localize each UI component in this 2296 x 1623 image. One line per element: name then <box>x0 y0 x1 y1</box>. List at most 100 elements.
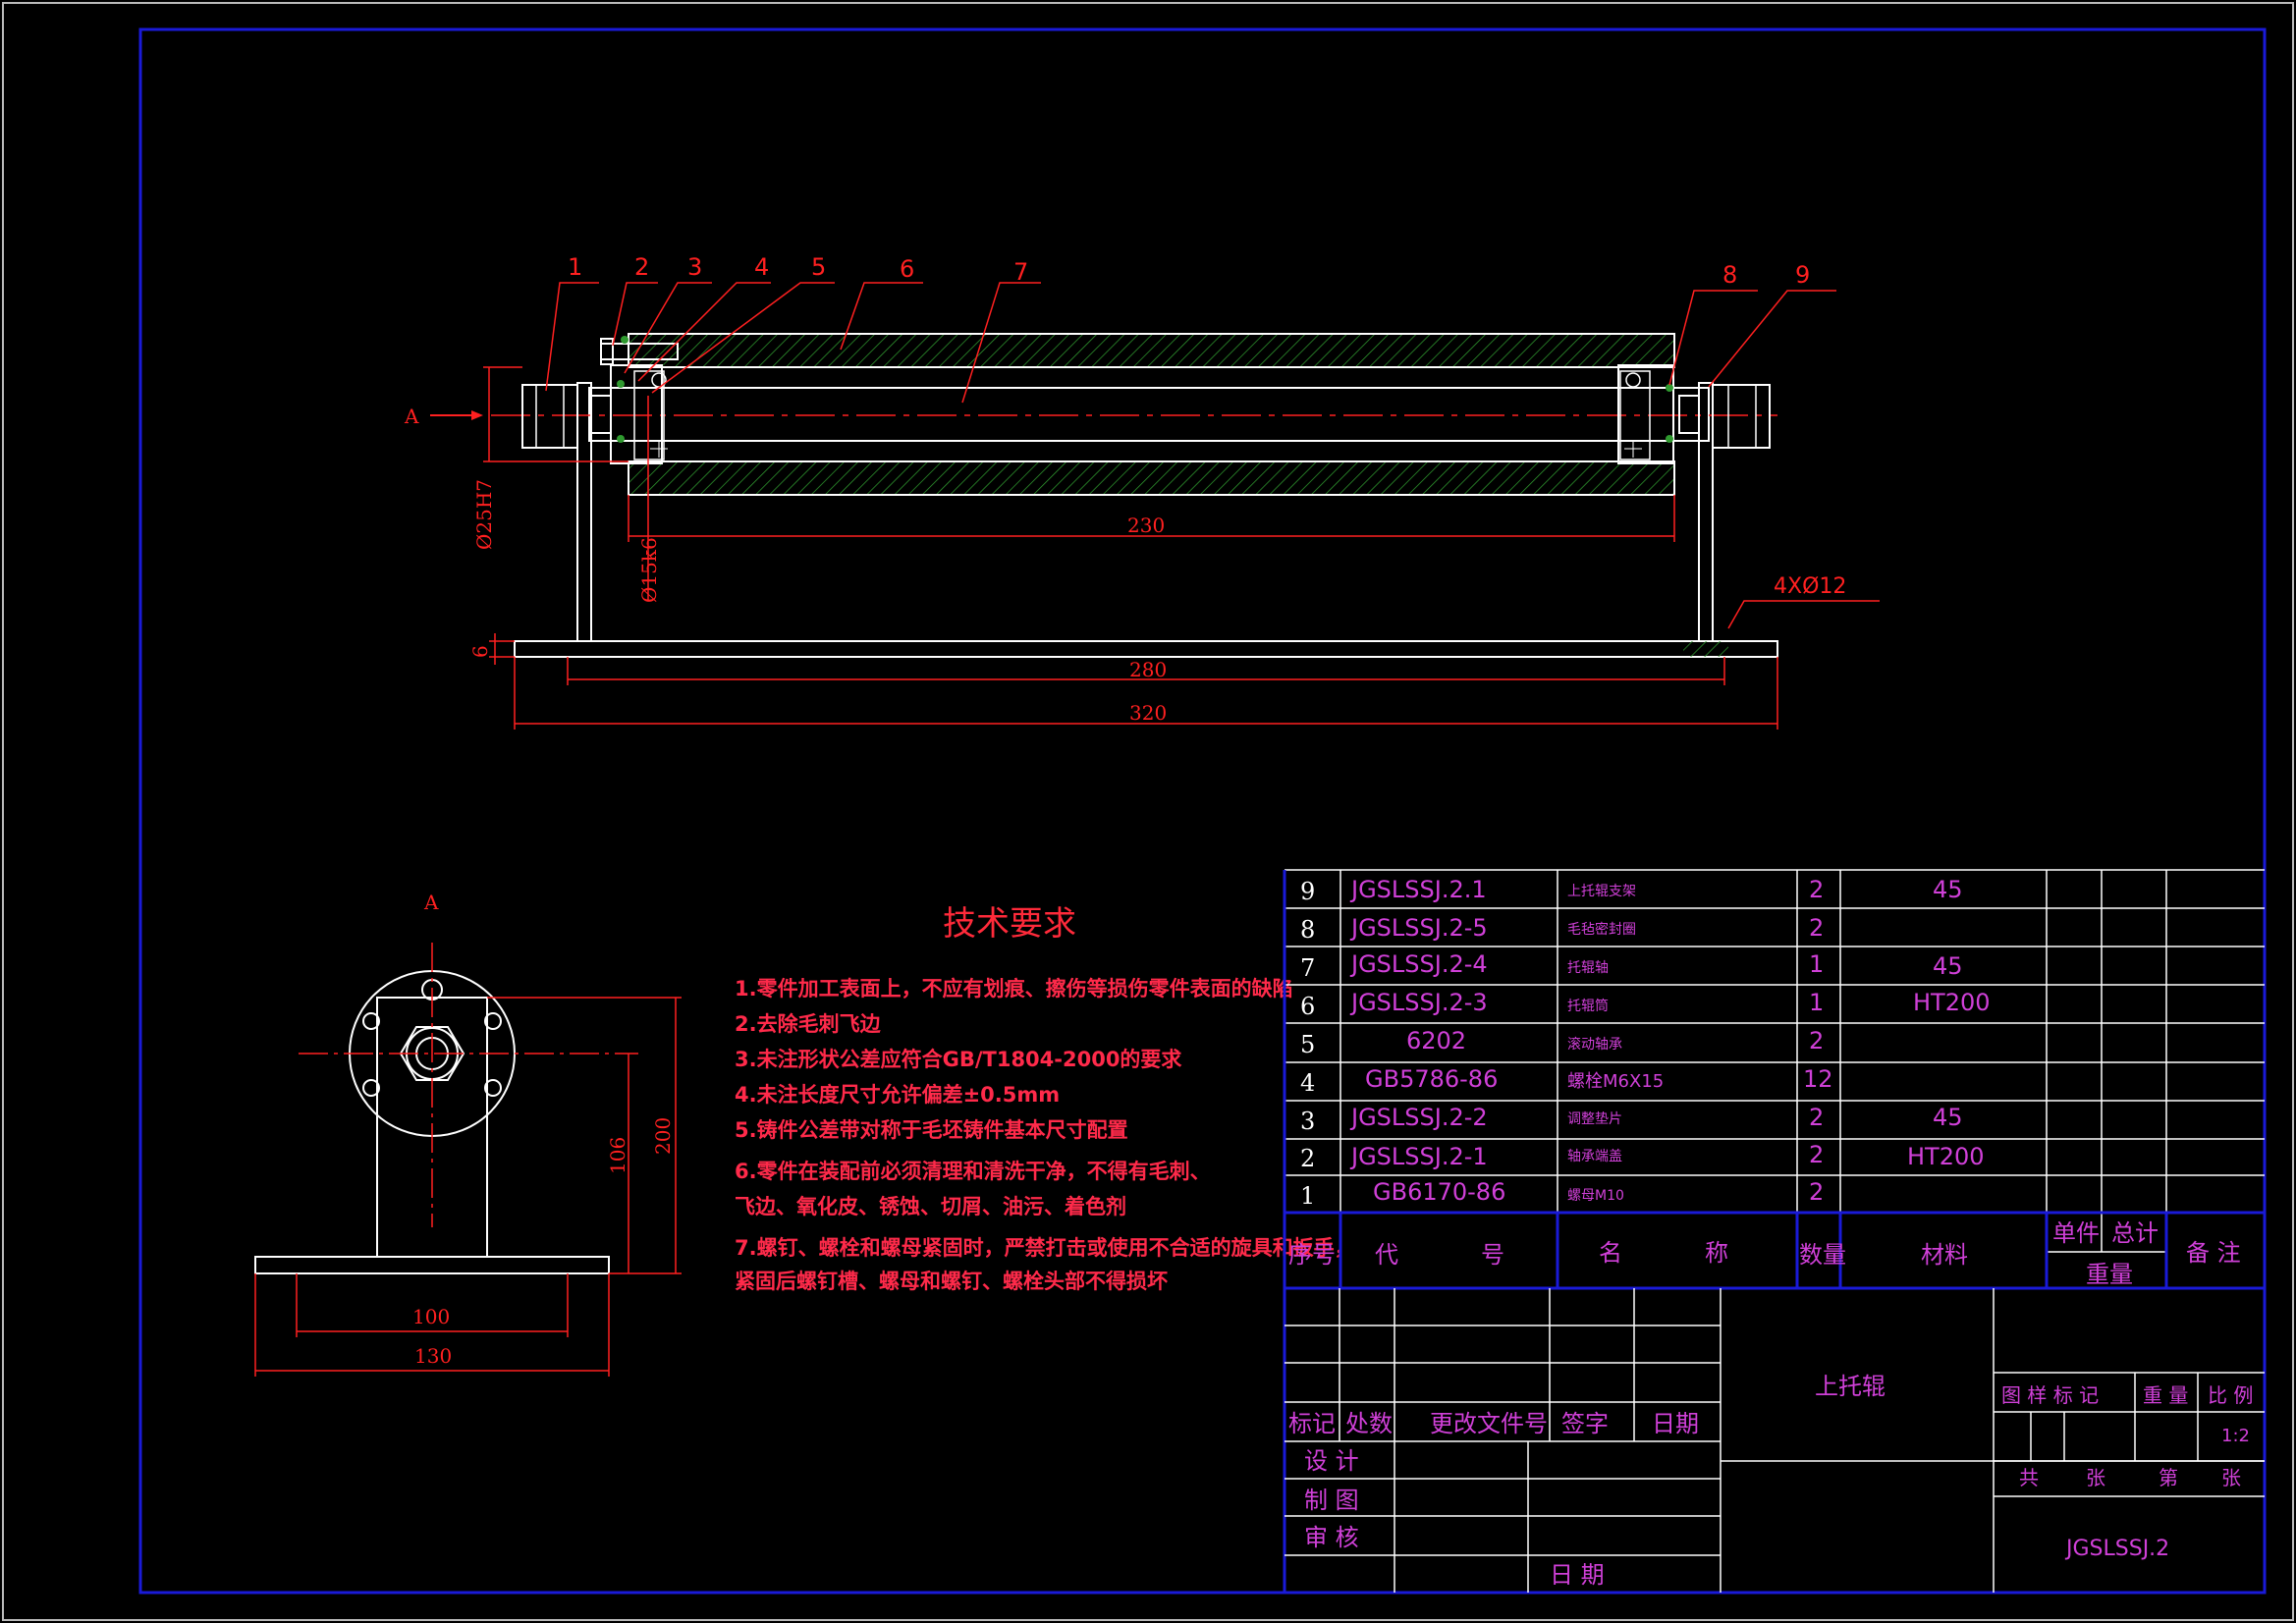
row-no: 1 <box>1300 1182 1315 1210</box>
header-unit: 单件 <box>2052 1219 2100 1247</box>
base-hole-hatch <box>1683 641 1728 657</box>
row-no: 3 <box>1300 1108 1315 1135</box>
leader-8 <box>1668 290 1758 386</box>
right-seal-bottom <box>1666 435 1673 443</box>
row-name: 螺栓M6X15 <box>1567 1071 1664 1092</box>
row-qty: 2 <box>1809 914 1824 942</box>
bolt-hole-5 <box>484 1079 502 1097</box>
side-dimension-lines <box>254 997 682 1377</box>
dim-100: 100 <box>412 1305 450 1328</box>
row-code: GB6170-86 <box>1373 1178 1505 1206</box>
table-row: 4 GB5786-86 螺栓M6X15 12 <box>1300 1065 1833 1097</box>
header-name-b: 称 <box>1705 1239 1728 1267</box>
tb-review: 审 核 <box>1304 1524 1359 1551</box>
leader-7 <box>961 282 1041 404</box>
tb-date2: 日 期 <box>1550 1561 1605 1589</box>
header-code-a: 代 <box>1375 1241 1398 1269</box>
callout-9: 9 <box>1795 261 1810 289</box>
row-name: 轴承端盖 <box>1567 1149 1622 1164</box>
tb-drafting: 制 图 <box>1304 1487 1359 1514</box>
roller-tube-bottom-wall <box>628 460 1675 496</box>
header-code-b: 号 <box>1481 1241 1504 1269</box>
header-name-a: 名 <box>1599 1239 1622 1267</box>
leader-2 <box>612 282 658 347</box>
tb-change-doc: 更改文件号 <box>1430 1410 1548 1437</box>
drawing-name: 上托辊 <box>1815 1373 1886 1400</box>
dim-200: 200 <box>651 1117 675 1155</box>
tb-sheet-unit: 张 <box>2086 1466 2105 1489</box>
tb-scale: 比 例 <box>2208 1383 2253 1407</box>
row-qty: 2 <box>1809 1104 1824 1131</box>
right-nut <box>1712 384 1771 449</box>
row-name: 螺母M10 <box>1567 1188 1624 1204</box>
row-name: 上托辊支架 <box>1567 884 1636 899</box>
drawing-frame <box>138 27 2267 1595</box>
title-block-labels: 标记 处数 更改文件号 签字 日期 设 计 制 图 审 核 日 期 上托辊 图 … <box>1288 1373 2253 1589</box>
parts-list-header: 序号 代 号 名 称 数量 材料 单件 总计 重量 备 注 <box>1288 1219 2241 1288</box>
callout-2: 2 <box>634 253 649 281</box>
tech-requirements: 技术要求 1.零件加工表面上，不应有划痕、擦伤等损伤零件表面的缺陷 2.去除毛刺… <box>735 904 1355 1293</box>
hole-note-leader <box>1727 600 1880 629</box>
callout-4: 4 <box>754 253 769 281</box>
leader-4 <box>637 282 771 382</box>
main-view: 1 2 3 4 5 6 7 8 9 A <box>404 253 1880 730</box>
section-arrow-head <box>471 410 483 420</box>
tech-line-6: 6.零件在装配前必须清理和清洗干净，不得有毛刺、 <box>735 1160 1211 1183</box>
row-material: 45 <box>1933 952 1963 980</box>
row-no: 8 <box>1300 916 1315 944</box>
tb-date: 日期 <box>1652 1410 1699 1437</box>
tech-line-9: 紧固后螺钉槽、螺母和螺钉、螺栓头部不得损坏 <box>735 1270 1168 1293</box>
dim-280: 280 <box>1129 658 1167 681</box>
row-no: 9 <box>1300 878 1315 905</box>
right-bearing <box>1619 370 1651 460</box>
tech-line-2: 2.去除毛刺飞边 <box>735 1012 882 1036</box>
tech-lines: 1.零件加工表面上，不应有划痕、擦伤等损伤零件表面的缺陷 2.去除毛刺飞边 3.… <box>735 977 1355 1293</box>
parts-list: 9 JGSLSSJ.2.1 上托辊支架 2 45 8 JGSLSSJ.2-5 毛… <box>1283 869 2265 1593</box>
dim-130: 130 <box>414 1344 452 1368</box>
roller-shaft <box>588 387 1710 442</box>
row-qty: 1 <box>1809 950 1824 978</box>
row-name: 托辊轴 <box>1567 960 1609 976</box>
dim-phi15: Ø15k6 <box>637 537 661 603</box>
right-nut-inner <box>1727 384 1757 449</box>
right-bracket <box>1698 382 1714 642</box>
tb-total-sheets: 共 <box>2019 1466 2039 1489</box>
side-base-plate <box>254 1256 610 1274</box>
tech-line-7: 飞边、氧化皮、锈蚀、切屑、油污、着色剂 <box>735 1195 1126 1218</box>
row-code: JGSLSSJ.2-1 <box>1349 1143 1488 1170</box>
row-no: 7 <box>1300 954 1315 982</box>
callout-3: 3 <box>687 253 702 281</box>
row-code: JGSLSSJ.2-4 <box>1349 950 1488 978</box>
row-material: 45 <box>1933 876 1963 903</box>
row-no: 2 <box>1300 1145 1315 1172</box>
leader-6 <box>840 282 923 351</box>
bolt-hole-4 <box>362 1079 380 1097</box>
table-row: 3 JGSLSSJ.2-2 调整垫片 2 45 <box>1300 1104 1963 1135</box>
dimension-lines <box>483 366 1880 730</box>
left-shaft-end <box>590 395 612 434</box>
row-material: HT200 <box>1907 1143 1985 1170</box>
parts-list-blue-lines <box>1283 870 2265 1593</box>
tech-line-4: 4.未注长度尺寸允许偏差±0.5mm <box>735 1083 1060 1107</box>
header-material: 材料 <box>1921 1241 1968 1269</box>
left-screw-head <box>600 338 614 365</box>
row-qty: 2 <box>1809 1178 1824 1206</box>
callout-8: 8 <box>1722 261 1737 289</box>
row-code: JGSLSSJ.2.1 <box>1349 876 1487 903</box>
table-row: 8 JGSLSSJ.2-5 毛毡密封圈 2 <box>1300 914 1824 944</box>
left-nut <box>521 384 578 449</box>
table-row: 2 JGSLSSJ.2-1 轴承端盖 2 HT200 <box>1300 1141 1985 1172</box>
right-shaft-end <box>1678 395 1700 434</box>
tb-stage-mark: 图 样 标 记 <box>2001 1383 2099 1407</box>
side-view-a: A 100 130 106 200 <box>254 891 682 1377</box>
leader-9 <box>1708 290 1836 388</box>
tb-weight: 重 量 <box>2143 1383 2188 1407</box>
tb-sheet-unit2: 张 <box>2221 1466 2241 1489</box>
bolt-hole-3 <box>484 1012 502 1030</box>
row-qty: 2 <box>1809 1027 1824 1055</box>
section-marker-a: A <box>404 405 419 428</box>
tb-design: 设 计 <box>1304 1447 1359 1475</box>
row-qty: 2 <box>1809 1141 1824 1168</box>
row-qty: 1 <box>1809 989 1824 1016</box>
right-seal-top <box>1666 384 1673 392</box>
